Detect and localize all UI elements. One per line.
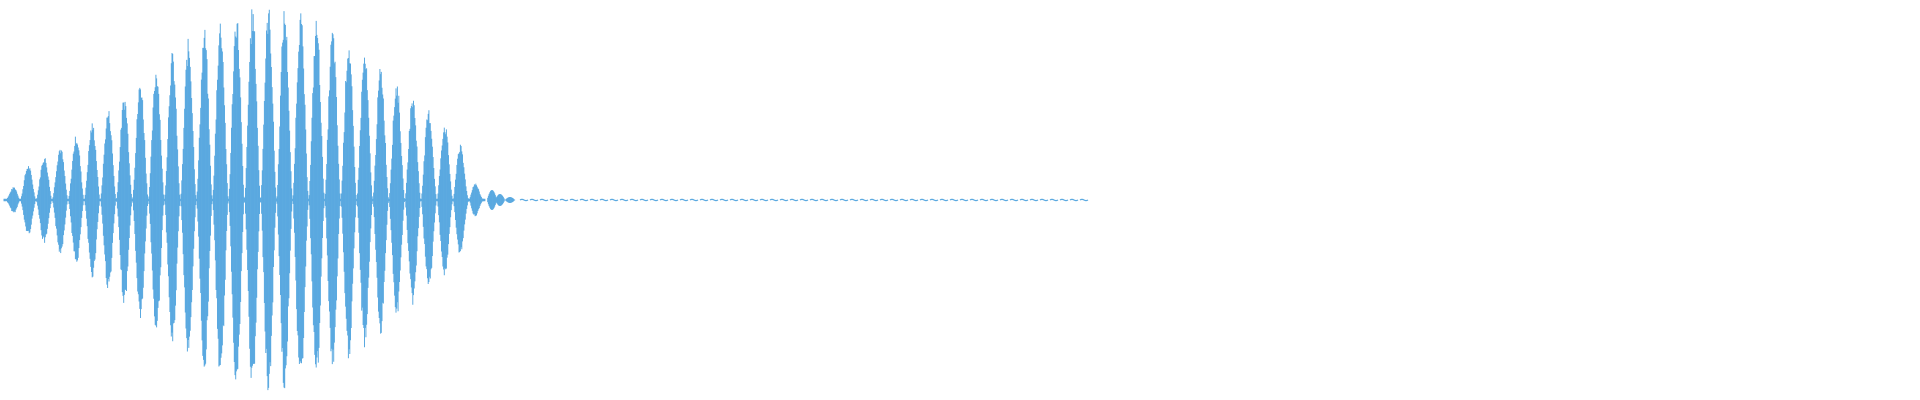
waveform-tail-segment [749, 198, 759, 202]
waveform-tail [519, 198, 1089, 202]
waveform-tail-segment [529, 198, 539, 202]
waveform-tail-segment [729, 198, 739, 202]
waveform-tail-segment [1009, 198, 1019, 202]
waveform-tail-segment [829, 198, 839, 202]
waveform-tail-segment [949, 198, 959, 202]
waveform-tail-segment [1039, 198, 1049, 202]
waveform-tail-segment [539, 198, 549, 202]
waveform-tail-segment [929, 198, 939, 202]
waveform-tail-segment [979, 198, 989, 202]
waveform-tail-segment [689, 198, 699, 202]
waveform-tail-segment [549, 198, 559, 202]
waveform-tail-segment [519, 198, 529, 202]
waveform-tail-segment [639, 198, 649, 202]
waveform-tail-segment [959, 198, 969, 202]
waveform-tail-segment [619, 198, 629, 202]
waveform-tail-segment [969, 198, 979, 202]
waveform-tail-segment [819, 198, 829, 202]
waveform-tail-segment [849, 198, 859, 202]
waveform-tail-segment [989, 198, 999, 202]
waveform-tail-segment [559, 198, 569, 202]
waveform-tail-segment [569, 198, 579, 202]
waveform-tail-segment [709, 198, 719, 202]
waveform-tail-segment [719, 198, 729, 202]
waveform-tail-segment [1069, 198, 1079, 202]
waveform-tail-segment [589, 198, 599, 202]
waveform-tail-segment [869, 198, 879, 202]
waveform-tail-segment [679, 198, 689, 202]
waveform-tail-segment [759, 198, 769, 202]
waveform-tail-segment [799, 198, 809, 202]
waveform-tail-segment [859, 198, 869, 202]
waveform-tail-segment [899, 198, 909, 202]
waveform-tail-segment [649, 198, 659, 202]
waveform-tail-segment [579, 198, 589, 202]
waveform-tail-segment [889, 198, 899, 202]
waveform-tail-segment [1029, 198, 1039, 202]
waveform-tail-segment [1049, 198, 1059, 202]
waveform-tail-segment [739, 198, 749, 202]
waveform-tail-segment [1059, 198, 1069, 202]
waveform-tail-segment [789, 198, 799, 202]
waveform-tail-segment [909, 198, 919, 202]
waveform-tail-segment [769, 198, 779, 202]
waveform-tail-segment [609, 198, 619, 202]
waveform-tail-segment [1079, 198, 1089, 202]
waveform-tail-segment [779, 198, 789, 202]
waveform-burst [3, 9, 516, 391]
waveform-tail-segment [919, 198, 929, 202]
waveform-tail-segment [879, 198, 889, 202]
waveform-tail-segment [839, 198, 849, 202]
waveform-tail-segment [659, 198, 669, 202]
waveform-tail-segment [669, 198, 679, 202]
waveform-tail-segment [699, 198, 709, 202]
waveform-tail-segment [1019, 198, 1029, 202]
waveform-tail-segment [809, 198, 819, 202]
waveform-tail-segment [939, 198, 949, 202]
waveform-tail-segment [599, 198, 609, 202]
waveform-tail-segment [999, 198, 1009, 202]
waveform-tail-segment [629, 198, 639, 202]
